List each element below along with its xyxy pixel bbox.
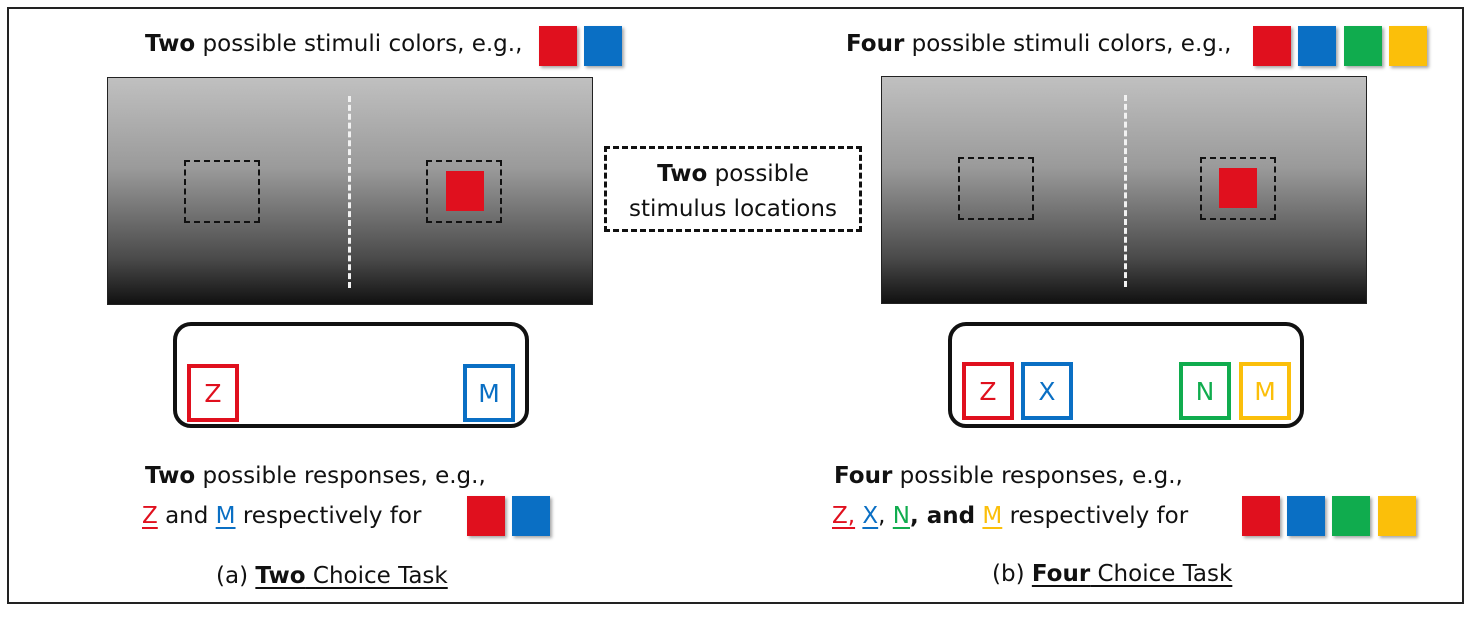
- panel-b-responses-rest: possible responses, e.g.,: [892, 463, 1183, 489]
- panel-b-caption: (b) Four Choice Task: [992, 563, 1232, 586]
- panel-b-swatch-yellow: [1389, 26, 1427, 66]
- panel-a-map-key-z: Z: [142, 503, 158, 529]
- panel-b-stimuli-label: Four possible stimuli colors, e.g.,: [846, 33, 1232, 56]
- panel-a-stimuli-label: Two possible stimuli colors, e.g.,: [145, 33, 522, 56]
- panel-b-location-right: [1200, 157, 1276, 220]
- panel-b-swatch-red: [1253, 26, 1291, 66]
- panel-b-key-n: N: [1179, 362, 1231, 420]
- stimulus-locations-line1: Two possible: [607, 161, 859, 187]
- panel-b-midline: [1124, 95, 1127, 287]
- panel-b-map-sep: ,: [878, 503, 886, 529]
- panel-b-key-x: X: [1021, 362, 1073, 420]
- panel-a-caption-rest: Choice Task: [305, 563, 448, 589]
- panel-b-caption-bold: Four: [1031, 561, 1091, 587]
- panel-a-caption-bold: Two: [255, 563, 306, 589]
- panel-b-responses-label: Four possible responses, e.g.,: [834, 465, 1183, 488]
- stimulus-locations-line2: stimulus locations: [629, 196, 837, 222]
- panel-a-caption: (a) Two Choice Task: [216, 565, 448, 588]
- panel-b-map-swatch-yellow: [1378, 496, 1416, 536]
- panel-b-swatch-green: [1344, 26, 1382, 66]
- panel-a-location-right: [426, 160, 502, 223]
- panel-a-key-z: Z: [187, 364, 239, 422]
- panel-b-key-m: M: [1239, 362, 1291, 420]
- figure-frame: [7, 7, 1464, 604]
- panel-a-responses-rest: possible responses, e.g.,: [195, 463, 486, 489]
- stimulus-locations-bold: Two: [657, 161, 708, 187]
- panel-b-location-left: [958, 157, 1034, 220]
- panel-a-location-left: [184, 160, 260, 223]
- panel-a-map-swatch-red: [467, 496, 505, 536]
- panel-a-map-respectively: respectively for: [242, 503, 422, 529]
- panel-b-map-swatch-green: [1332, 496, 1370, 536]
- panel-b-map-key-z: Z,: [832, 503, 856, 529]
- panel-a-keyboard: Z M: [173, 322, 529, 428]
- panel-a-screen: [107, 77, 593, 305]
- panel-b-map-key-x: X: [862, 503, 879, 529]
- panel-b-mapping: Z, X, N, and M respectively for: [832, 505, 1188, 528]
- panel-b-caption-prefix: (b): [992, 561, 1025, 587]
- panel-a-swatch-red: [539, 26, 577, 66]
- panel-b-screen: [881, 76, 1367, 304]
- panel-b-stimuli-bold: Four: [846, 31, 905, 57]
- panel-a-swatch-blue: [584, 26, 622, 66]
- panel-a-midline: [348, 96, 351, 288]
- panel-a-stimuli-bold: Two: [145, 31, 196, 57]
- panel-b-stimulus: [1219, 168, 1257, 208]
- panel-a-responses-label: Two possible responses, e.g.,: [145, 465, 486, 488]
- panel-a-responses-bold: Two: [145, 463, 196, 489]
- panel-b-responses-bold: Four: [834, 463, 893, 489]
- panel-b-map-swatch-blue: [1287, 496, 1325, 536]
- panel-a-key-m: M: [463, 364, 515, 422]
- stimulus-locations-box: Two possible stimulus locations: [604, 146, 862, 232]
- panel-b-swatch-blue: [1298, 26, 1336, 66]
- panel-b-map-respectively: respectively for: [1009, 503, 1189, 529]
- panel-b-keyboard: Z X N M: [948, 322, 1304, 428]
- panel-b-map-swatch-red: [1242, 496, 1280, 536]
- panel-a-map-and: and: [165, 503, 209, 529]
- panel-b-caption-rest: Choice Task: [1090, 561, 1233, 587]
- stimulus-locations-rest: possible: [707, 161, 809, 187]
- panel-a-caption-prefix: (a): [216, 563, 249, 589]
- panel-b-key-z: Z: [962, 362, 1014, 420]
- panel-a-map-key-m: M: [215, 503, 236, 529]
- panel-b-map-key-n: N: [892, 503, 910, 529]
- panel-a-stimuli-rest: possible stimuli colors, e.g.,: [195, 31, 523, 57]
- panel-b-stimuli-rest: possible stimuli colors, e.g.,: [904, 31, 1232, 57]
- panel-a-stimulus: [446, 171, 484, 211]
- panel-b-map-and: , and: [910, 503, 976, 529]
- panel-a-map-swatch-blue: [512, 496, 550, 536]
- panel-b-map-key-m: M: [982, 503, 1003, 529]
- panel-a-mapping: Z and M respectively for: [142, 505, 421, 528]
